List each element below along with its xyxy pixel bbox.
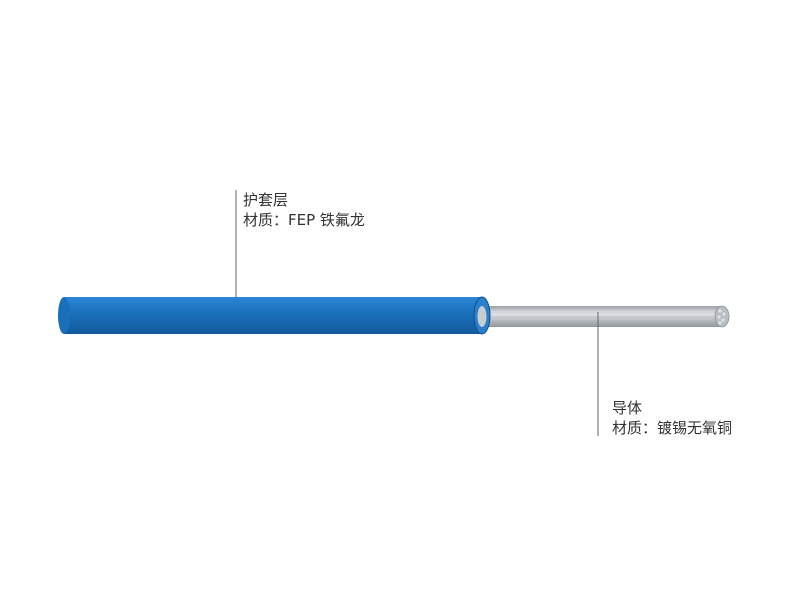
conductor-material: 材质：镀锡无氧铜 — [612, 419, 733, 437]
conductor-title: 导体 — [612, 399, 643, 417]
conductor-label: 导体 材质：镀锡无氧铜 — [612, 398, 732, 438]
sheath-material: 材质：FEP 铁氟龙 — [243, 211, 365, 229]
conductor-wire — [478, 305, 730, 328]
conductor-end-strands — [714, 305, 730, 328]
sheath-jacket — [58, 296, 491, 335]
sheath-label: 护套层 材质：FEP 铁氟龙 — [243, 190, 365, 230]
sheath-title: 护套层 — [243, 191, 289, 209]
